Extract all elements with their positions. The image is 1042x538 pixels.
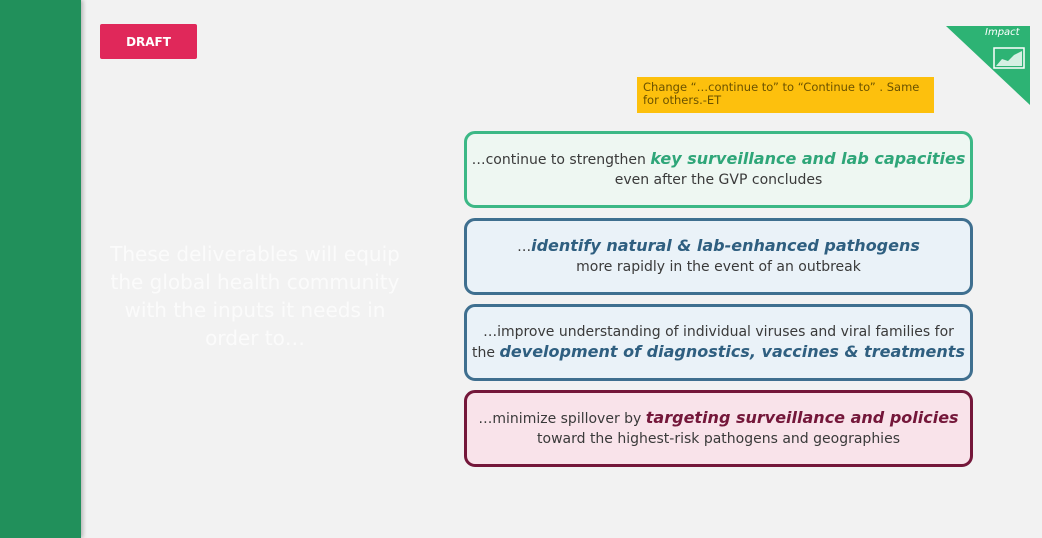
box-text: even after the GVP concludes [614,172,823,188]
draft-badge: DRAFT [100,24,197,59]
box-highlight: key surveillance and lab capacities [650,149,966,168]
box-text: toward the highest-risk pathogens and ge… [537,431,900,447]
outcome-box-surveillance: …continue to strengthen key surveillance… [464,131,973,208]
box-highlight: identify natural & lab-enhanced pathogen… [531,236,920,255]
box-text: …continue to strengthen [471,152,651,168]
box-highlight: development of diagnostics, vaccines & t… [499,342,965,361]
chart-area-icon [993,47,1025,69]
green-sidebar [0,0,81,538]
box-text: …improve understanding of individual vir… [483,324,954,340]
outcome-box-spillover: …minimize spillover by targeting surveil… [464,390,973,467]
box-text: …minimize spillover by [478,411,646,427]
box-text: … [517,239,532,255]
box-highlight: targeting surveillance and policies [645,408,959,427]
outcome-box-understanding: …improve understanding of individual vir… [464,304,973,381]
outcome-box-identify: …identify natural & lab-enhanced pathoge… [464,218,973,295]
impact-corner [946,26,1030,105]
box-text: the [472,345,500,361]
impact-label: Impact [985,27,1020,38]
intro-text: These deliverables will equip the global… [110,242,400,350]
comment-note[interactable]: Change “…continue to” to “Continue to” .… [637,77,934,113]
box-text: more rapidly in the event of an outbreak [576,259,861,275]
